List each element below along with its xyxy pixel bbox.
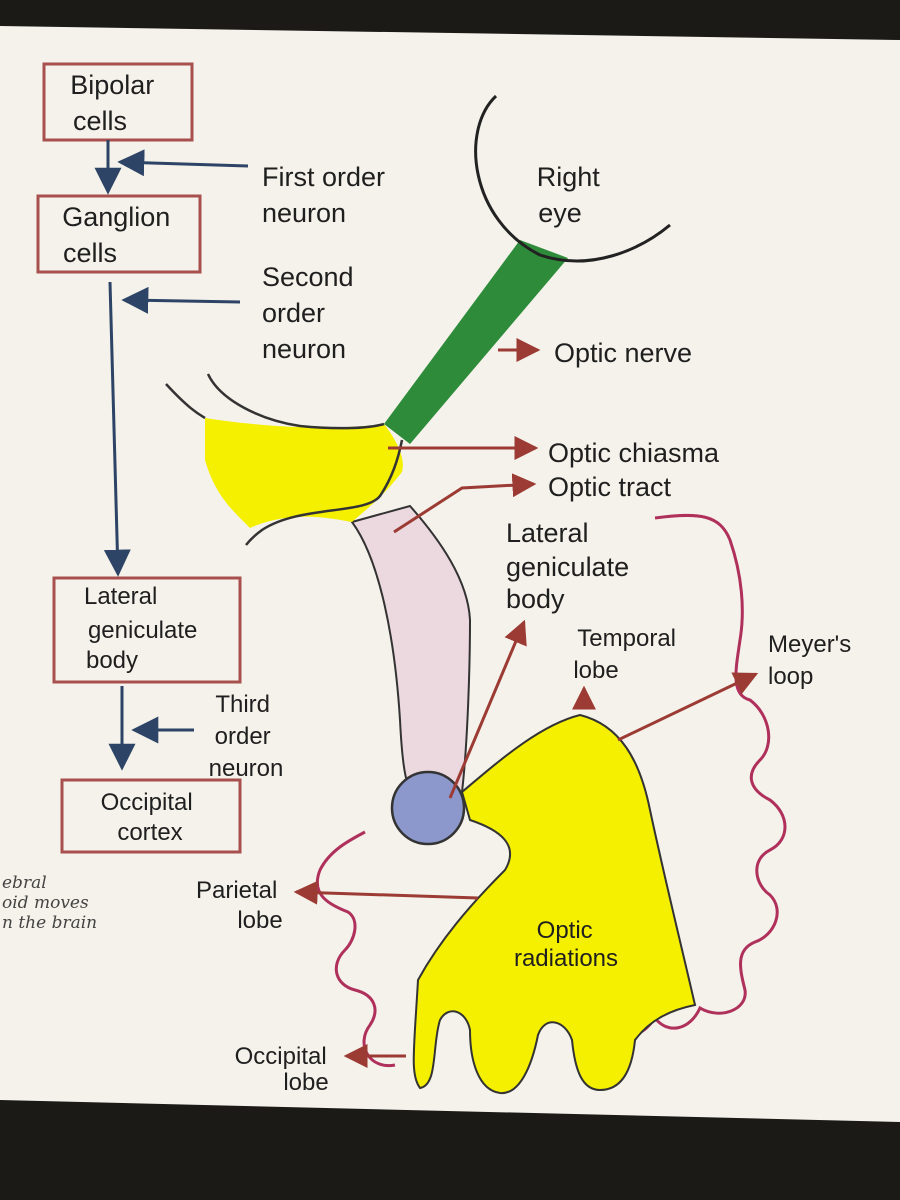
visual-pathway: Right eye Optic nerve Optic chiasma Opti… (165, 94, 858, 1096)
meyers-loop-arrow (617, 672, 759, 742)
occipital-cortex-box (60, 778, 242, 854)
lateral-geniculate-body-label: Lateral geniculate body (506, 518, 637, 614)
optic-tract (350, 504, 472, 794)
optic-chiasma-label: Optic chiasma (548, 438, 720, 468)
lgb-arrow (448, 619, 527, 799)
parietal-lobe-label: Parietal lobe (196, 877, 284, 934)
right-eye-label: Right eye (537, 162, 608, 228)
optic-chiasma (205, 418, 403, 528)
first-order-neuron-label: First order neuron (262, 162, 393, 228)
lateral-geniculate-box (52, 576, 242, 684)
occipital-lobe-label: Occipital lobe (235, 1043, 334, 1096)
second-order-arrow (121, 286, 241, 314)
meyers-loop-label: Meyer's loop (768, 631, 858, 690)
first-order-arrow (117, 149, 249, 177)
optic-tract-arrow (393, 473, 537, 534)
second-order-neuron-label: Second order neuron (262, 262, 361, 364)
ganglion-to-lgb-arrow (103, 281, 131, 577)
lateral-geniculate-box-label: Lateral geniculate body (84, 583, 204, 674)
occipital-cortex-box-label: Occipital cortex (101, 789, 200, 846)
flowchart: Bipolar cells Ganglion cells Lateral gen… (36, 62, 393, 854)
optic-radiations-region (412, 713, 697, 1095)
optic-nerve-label: Optic nerve (554, 338, 692, 368)
optic-tract-label: Optic tract (548, 472, 672, 502)
third-order-neuron-label: Third order neuron (209, 691, 284, 782)
temporal-lobe-label: Temporal lobe (573, 625, 682, 684)
handwritten-note: ebral oid moves n the brain (2, 873, 97, 933)
optic-nerve (384, 240, 568, 444)
ganglion-cells-box (36, 194, 202, 274)
parietal-lobe-arrow (293, 880, 479, 905)
optic-radiations-label: Optic radiations (514, 917, 618, 972)
ganglion-cells-label: Ganglion cells (62, 202, 178, 268)
parietal-outline (315, 830, 396, 1068)
bipolar-cells-label: Bipolar cells (70, 70, 162, 136)
chiasma-outline (165, 373, 404, 546)
meyers-loop-outline (610, 513, 787, 1037)
right-eye-outline (474, 94, 671, 263)
bipolar-cells-box (42, 62, 194, 142)
lateral-geniculate-body (390, 770, 466, 846)
